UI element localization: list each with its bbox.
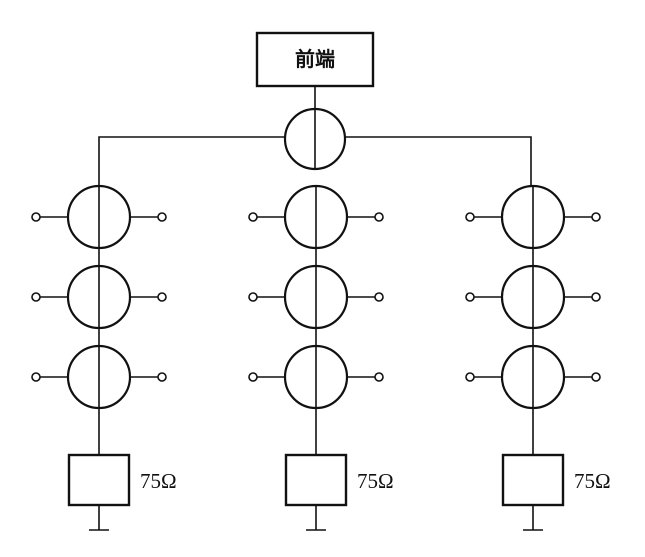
- tap-left-terminal: [248, 372, 258, 382]
- terminator-box: [284, 453, 348, 507]
- tap-right-terminal: [591, 372, 601, 382]
- tap-right-terminal: [591, 212, 601, 222]
- branches: 75Ω 75Ω 75Ω: [31, 184, 611, 531]
- tap-left-terminal: [465, 292, 475, 302]
- tap-left-terminal: [465, 212, 475, 222]
- tap-left-terminal: [31, 212, 41, 222]
- terminator-label: 75Ω: [357, 469, 394, 493]
- headend: 前端: [255, 31, 375, 88]
- tap-left-terminal: [248, 292, 258, 302]
- tap-right-terminal: [157, 372, 167, 382]
- tap-left-terminal: [31, 372, 41, 382]
- tap-left-terminal: [31, 292, 41, 302]
- tap-left-terminal: [465, 372, 475, 382]
- terminator-box: [501, 453, 565, 507]
- terminator-label: 75Ω: [140, 469, 177, 493]
- terminator-label: 75Ω: [574, 469, 611, 493]
- tap-right-terminal: [374, 372, 384, 382]
- splitter: [98, 107, 532, 190]
- tap-right-terminal: [591, 292, 601, 302]
- tap-right-terminal: [157, 292, 167, 302]
- headend-box: [255, 31, 375, 88]
- terminator-box: [67, 453, 131, 507]
- branch-3: 75Ω: [465, 184, 611, 531]
- tap-right-terminal: [157, 212, 167, 222]
- branch-2: 75Ω: [248, 184, 394, 531]
- headend-label: 前端: [295, 47, 335, 71]
- tap-right-terminal: [374, 212, 384, 222]
- tap-left-terminal: [248, 212, 258, 222]
- branch-1: 75Ω: [31, 184, 177, 531]
- tap-right-terminal: [374, 292, 384, 302]
